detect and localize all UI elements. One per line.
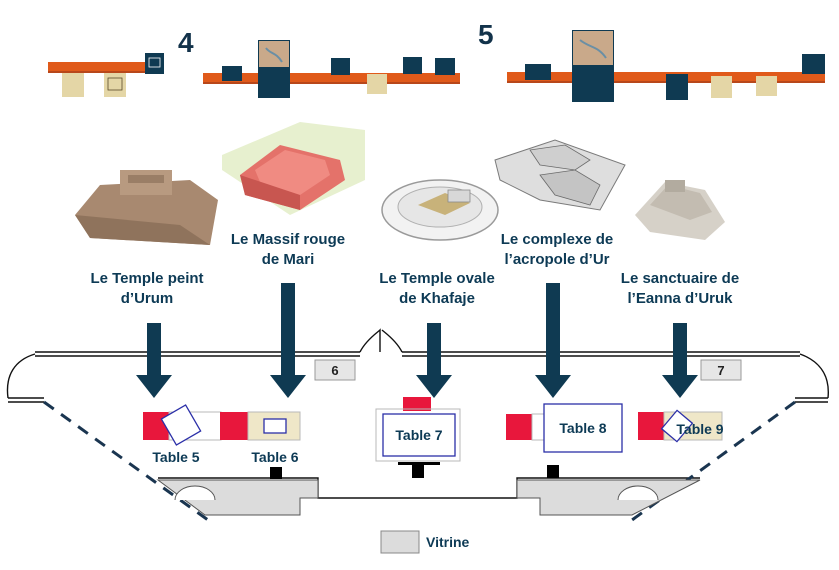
panel-navy-sign	[145, 53, 164, 74]
label-mari-line1: Le Massif rouge	[231, 231, 345, 248]
model-mari-image	[222, 122, 365, 215]
panel-row-5	[507, 30, 825, 102]
label-mari-line2: de Mari	[262, 251, 315, 268]
table-8-label: Table 8	[559, 420, 606, 436]
label-ur-line2: l’acropole d’Ur	[504, 251, 609, 268]
arrow-uruk	[662, 323, 698, 398]
panel-card	[104, 73, 126, 97]
arrows	[136, 283, 698, 398]
table-7-label: Table 7	[395, 427, 442, 443]
table-7-model-footprint	[382, 413, 456, 457]
table-6-model-footprint	[263, 418, 287, 434]
label-uruk-line2: l’Eanna d’Uruk	[627, 290, 733, 307]
label-khafaje-line1: Le Temple ovale	[379, 270, 495, 287]
table-6-label: Table 6	[251, 449, 298, 465]
arrow-urum	[136, 323, 172, 398]
table-8-model-footprint	[543, 403, 623, 453]
model-uruk-image	[635, 180, 725, 240]
door-7-box	[700, 359, 742, 381]
table-8: Table 8	[506, 403, 623, 478]
panel-number-5: 5	[478, 19, 494, 50]
model-ur-image	[494, 139, 626, 211]
label-urum-line1: Le Temple peint	[90, 270, 203, 287]
table-9-model-footprint	[660, 409, 694, 443]
panel-bar	[203, 73, 460, 82]
vitrine-right	[516, 479, 701, 516]
label-khafaje-line2: de Khafaje	[399, 290, 475, 307]
table-7: Table 7	[375, 397, 461, 478]
table-5-label: Table 5	[152, 449, 199, 465]
panel-number-4: 4	[178, 27, 194, 58]
label-urum-line2: d’Urum	[121, 290, 174, 307]
table-5-model-footprint	[160, 404, 202, 446]
arrow-khafaje	[416, 323, 452, 398]
legend-swatch-vitrine	[380, 530, 420, 554]
legend: Vitrine	[380, 530, 470, 554]
legend-label-vitrine: Vitrine	[426, 534, 470, 550]
panel-bar	[48, 62, 163, 71]
model-khafaje-image	[381, 179, 499, 241]
panel-row-4b: 5	[203, 19, 494, 98]
model-urum-image	[75, 170, 218, 245]
arrow-mari	[270, 283, 306, 398]
table-5: Table 5	[143, 404, 222, 465]
panel-row-4: 4	[48, 27, 194, 97]
panel-card	[62, 73, 84, 97]
door-7-label: 7	[717, 363, 724, 378]
table-9-label: Table 9	[676, 421, 723, 437]
left-diagonal-wall	[43, 400, 209, 522]
label-ur-line1: Le complexe de	[501, 231, 614, 248]
door-6-box	[314, 359, 356, 381]
table-6: Table 6	[220, 411, 301, 479]
label-uruk-line1: Le sanctuaire de	[621, 270, 739, 287]
door-6-label: 6	[331, 363, 338, 378]
arrow-ur	[535, 283, 571, 398]
table-9: Table 9	[638, 409, 724, 443]
